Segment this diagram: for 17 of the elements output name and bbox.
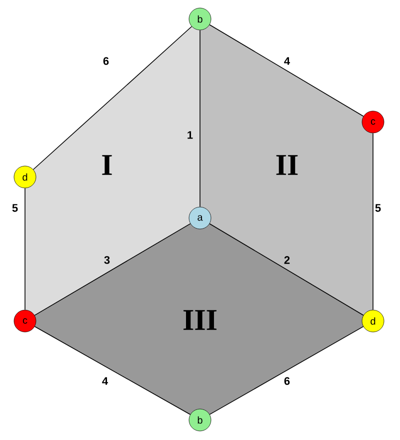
edge-label: 2 [284,256,290,264]
edge-line [209,326,364,415]
edge-line [34,326,191,415]
edge-label: 6 [284,377,290,385]
edge-line [24,188,26,310]
edge-label: 5 [375,204,381,212]
edge-label: 4 [102,377,108,385]
edge-line [32,26,192,170]
edge-label: 6 [103,57,109,65]
edge-line [372,132,374,310]
edge-line [209,24,364,117]
edge-line [209,223,364,316]
edge-line [34,223,191,316]
edge-label: 5 [12,204,18,212]
edge-label: 4 [284,57,290,65]
edge-label: 1 [188,131,193,139]
edge-label: 3 [104,256,110,264]
